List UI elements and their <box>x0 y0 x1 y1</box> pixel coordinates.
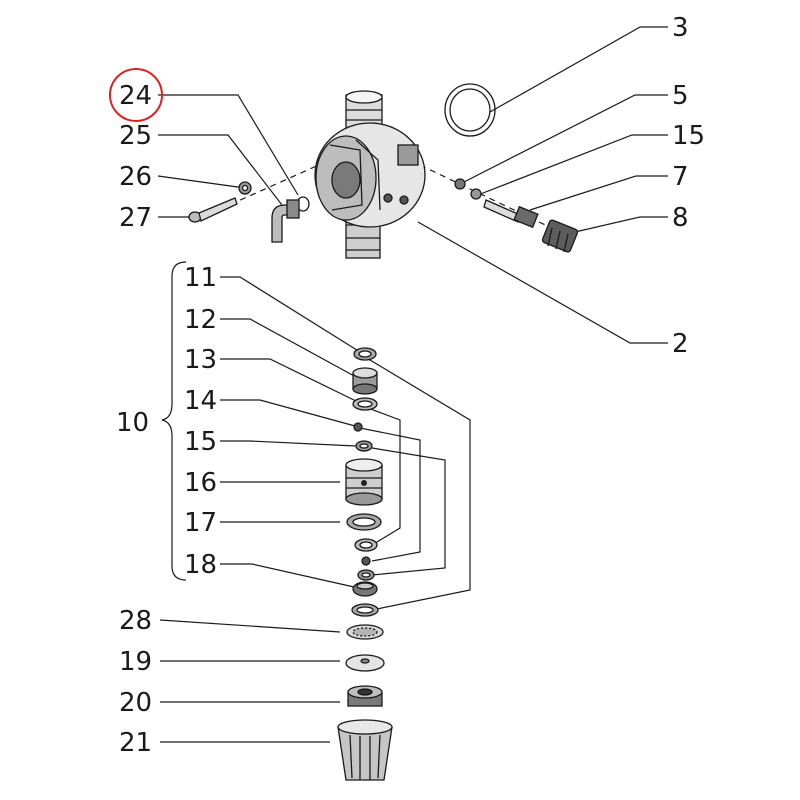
disc-19 <box>345 654 385 672</box>
nut-21 <box>337 719 393 781</box>
ball-14 <box>353 422 363 432</box>
label-10: 10 <box>116 408 149 438</box>
seat-18 <box>352 581 378 597</box>
ring-bottom <box>351 603 379 617</box>
label-24: 24 <box>119 81 152 111</box>
label-21: 21 <box>119 728 152 758</box>
label-20: 20 <box>119 688 152 718</box>
ball-lower <box>361 556 371 566</box>
valve-body <box>314 90 426 259</box>
label-8: 8 <box>672 203 689 233</box>
label-16: 16 <box>184 468 217 498</box>
stem-7 <box>483 199 539 229</box>
label-17: 17 <box>184 508 217 538</box>
ring-15 <box>355 440 373 452</box>
label-3: 3 <box>672 13 689 43</box>
cartridge-16 <box>345 458 383 506</box>
elbow-fitting-25 <box>271 199 300 243</box>
ring-17 <box>346 513 382 531</box>
strainer-28 <box>346 624 384 640</box>
highlight-circle <box>109 68 163 122</box>
callout-labels: 3 24 5 25 15 26 7 27 8 2 11 12 13 14 10 … <box>116 13 705 758</box>
label-27: 27 <box>119 203 152 233</box>
ring-lower-b <box>357 569 375 581</box>
label-7: 7 <box>672 162 689 192</box>
group-bracket <box>161 261 187 581</box>
label-19: 19 <box>119 647 152 677</box>
gasket-ring-3 <box>444 83 496 137</box>
label-25: 25 <box>119 121 152 151</box>
label-2: 2 <box>672 329 689 359</box>
label-15: 15 <box>184 427 217 457</box>
screw-27 <box>188 197 238 223</box>
leader-lines <box>157 26 668 743</box>
label-13: 13 <box>184 345 217 375</box>
label-18: 18 <box>184 550 217 580</box>
label-15-top: 15 <box>672 121 705 151</box>
label-28: 28 <box>119 606 152 636</box>
washer-26 <box>238 181 252 195</box>
ring-11 <box>353 347 377 361</box>
label-14: 14 <box>184 386 217 416</box>
small-ring-15-top <box>470 188 482 200</box>
label-26: 26 <box>119 162 152 192</box>
label-5: 5 <box>672 81 689 111</box>
small-ring-5 <box>454 178 466 190</box>
valve-seat-20 <box>347 685 383 707</box>
ring-13 <box>352 397 378 411</box>
ring-lower-a <box>354 538 378 552</box>
label-11: 11 <box>184 263 217 293</box>
label-12: 12 <box>184 305 217 335</box>
knob-8 <box>541 219 579 253</box>
bushing-12 <box>352 367 378 395</box>
